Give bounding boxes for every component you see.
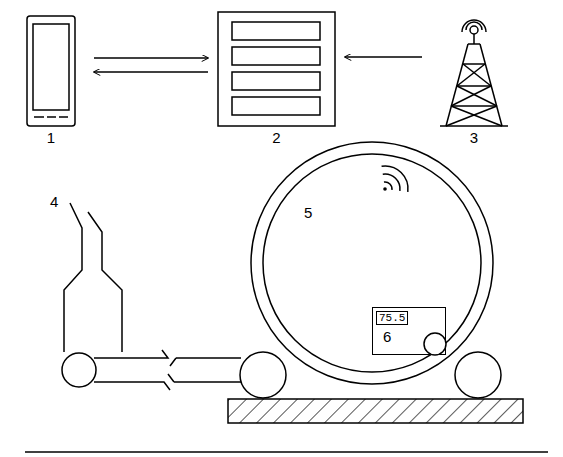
tow-bar	[94, 350, 241, 390]
callout-number: 1	[18, 130, 84, 147]
wireless-symbol	[383, 174, 400, 191]
radio-tower	[440, 20, 508, 126]
meter-node: 75.56	[372, 307, 446, 355]
meter-display: 75.5	[376, 311, 408, 325]
wireless-symbol	[383, 187, 387, 191]
signal-arrow	[345, 56, 422, 58]
wireless-symbol	[384, 182, 392, 190]
meter-sensor	[423, 332, 453, 362]
callout-number: 2	[218, 130, 335, 147]
ground-line	[25, 451, 548, 453]
wheel	[455, 352, 501, 398]
tower-node: 3	[432, 12, 516, 152]
smartphone	[27, 16, 75, 126]
server-cabinet	[218, 12, 335, 126]
rail-bed	[228, 399, 523, 423]
server-node: 2	[218, 12, 335, 152]
signal-arrow	[94, 71, 208, 73]
tank-node: 575.56	[250, 141, 494, 385]
wheel	[62, 353, 96, 387]
wheel	[240, 352, 286, 398]
callout-number: 6	[383, 329, 391, 346]
callout-number: 5	[304, 205, 312, 222]
wireless-symbol	[382, 166, 408, 192]
callout-number: 4	[50, 194, 58, 211]
handle	[64, 203, 122, 352]
phone-node: 1	[18, 12, 84, 152]
callout-number: 3	[432, 130, 516, 147]
signal-arrow	[94, 57, 208, 59]
